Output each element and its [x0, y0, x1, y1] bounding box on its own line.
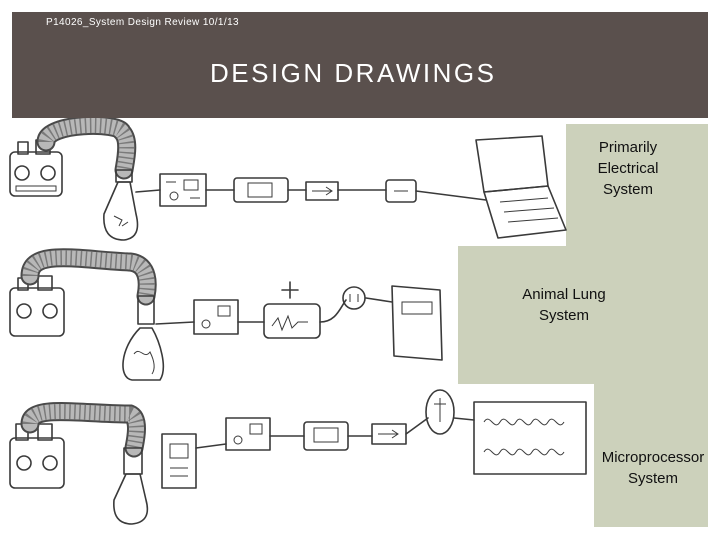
bottle-icon — [103, 169, 139, 241]
panel-background — [458, 124, 708, 527]
laptop-icon — [475, 135, 567, 239]
circuit-board-icon — [159, 173, 207, 207]
circuit-board-icon — [193, 299, 239, 335]
label-microprocessor-system: Microprocessor System — [601, 449, 705, 487]
ventilator-icon — [9, 139, 63, 197]
label-animal-lung-system: Animal Lung System — [522, 286, 606, 324]
ventilator-icon — [9, 275, 65, 337]
meter-icon — [233, 177, 289, 203]
lung-flask-icon — [122, 295, 165, 381]
usb-connector-icon — [385, 179, 417, 203]
row-lung — [9, 248, 443, 381]
circuit-board-icon — [225, 417, 271, 451]
row-electrical — [9, 118, 567, 241]
design-sketches — [9, 118, 587, 525]
converter-icon — [305, 181, 339, 201]
meter-icon — [303, 421, 349, 451]
converter-icon — [371, 423, 407, 445]
slide-title: DESIGN DRAWINGS — [210, 58, 497, 88]
book-icon — [391, 285, 443, 361]
microcontroller-icon — [161, 433, 197, 489]
bottle-icon — [113, 447, 149, 525]
row-microprocessor — [9, 389, 587, 525]
ventilator-icon — [9, 423, 65, 489]
hose-icon — [36, 118, 137, 180]
waveform-icon — [473, 401, 587, 475]
hose-icon — [20, 402, 146, 458]
slide-subtitle: P14026_System Design Review 10/1/13 — [46, 17, 239, 28]
label-primarily-electrical-system: Primarily Electrical System — [597, 139, 659, 198]
header-bar: P14026_System Design Review 10/1/13 DESI… — [12, 12, 708, 118]
hose-icon — [20, 248, 157, 306]
sensor-icon — [342, 286, 366, 310]
lung-icon — [425, 389, 455, 435]
monitor-icon — [263, 281, 321, 339]
